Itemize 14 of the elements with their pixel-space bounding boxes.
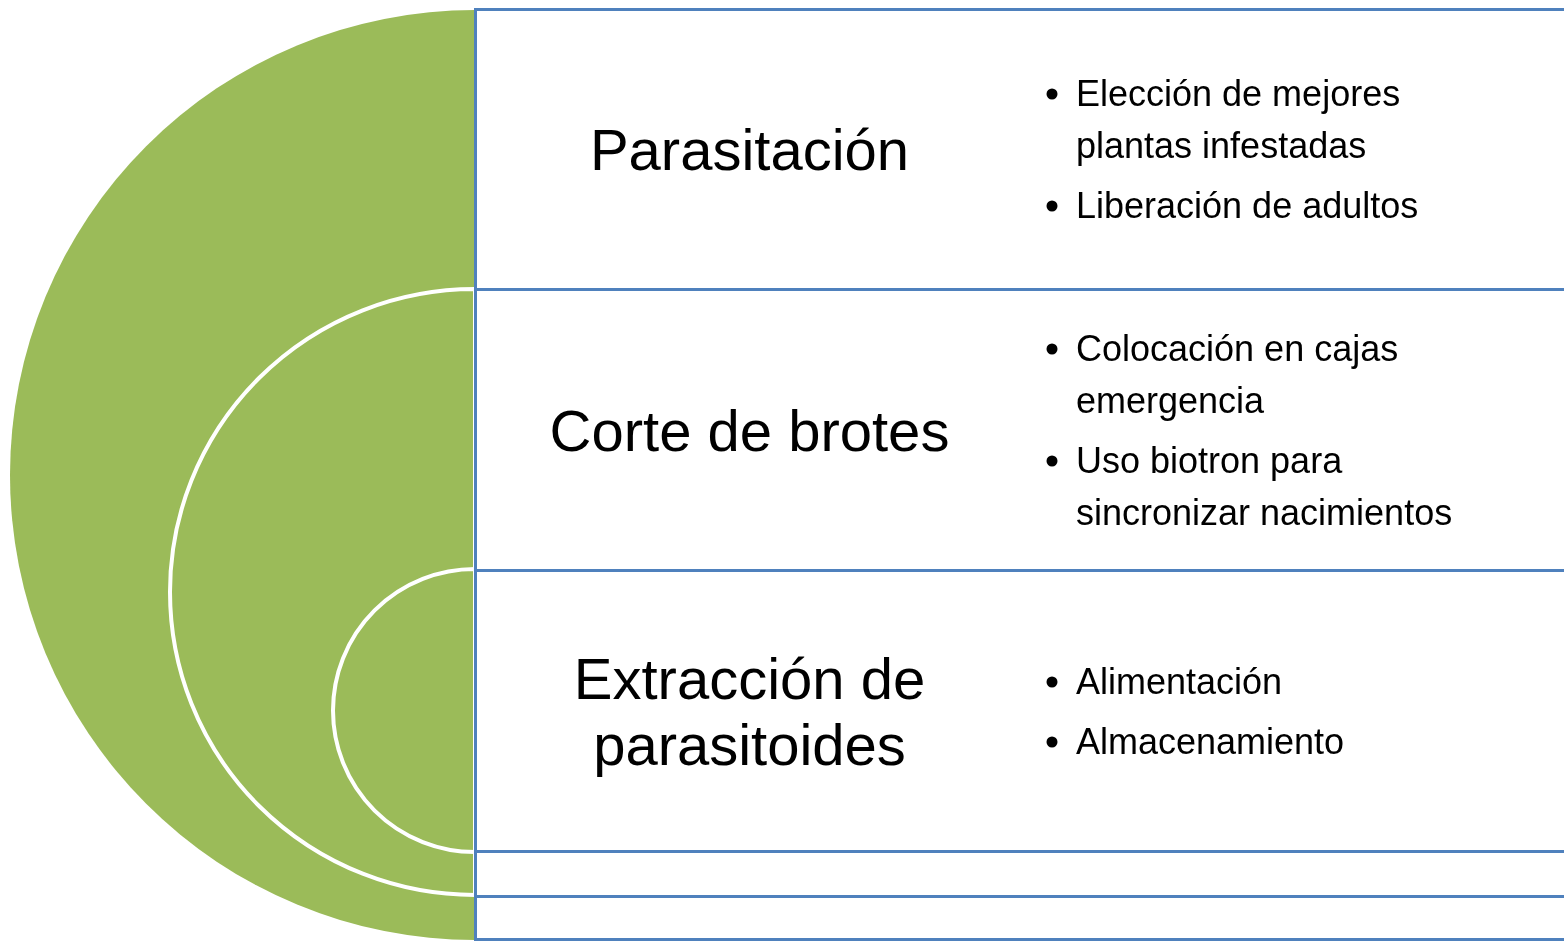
row-panel [474, 8, 1564, 289]
heading: Parasitación [588, 117, 911, 183]
empty-row [474, 895, 1564, 941]
heading: Extracción de parasitoides [572, 645, 927, 778]
row-panel [474, 569, 1564, 851]
bullet-item: Almacenamiento [1076, 719, 1346, 764]
empty-row [474, 850, 1564, 896]
bullet-item: Liberación de adultos [1076, 184, 1420, 228]
row-panel [474, 288, 1564, 571]
bullet-item: Elección de mejores plantas infestadas [1076, 72, 1402, 168]
bullet-item: Colocación en cajas emergencia [1076, 327, 1400, 423]
bullet-item: Alimentación [1076, 659, 1284, 704]
bullet-item: Uso biotron para sincronizar nacimientos [1076, 439, 1454, 535]
heading: Corte de brotes [548, 398, 951, 464]
